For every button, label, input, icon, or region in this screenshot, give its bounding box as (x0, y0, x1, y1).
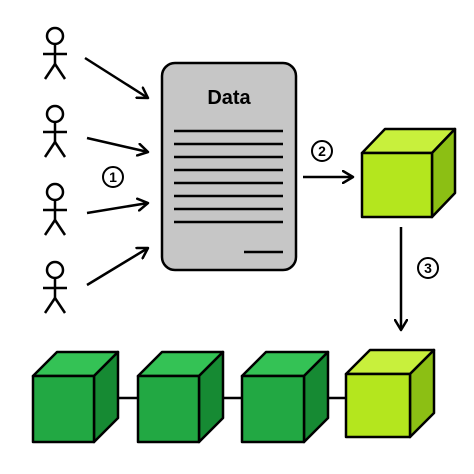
person-icon-3 (43, 182, 67, 236)
step-1-marker: 1 (102, 166, 124, 188)
arrow-person-4-to-data (86, 248, 148, 287)
arrow-person-2-to-data (86, 136, 148, 152)
document-text-lines (174, 129, 283, 254)
chain-block-2-cube-icon (136, 350, 225, 444)
step-2-label: 2 (318, 143, 326, 159)
person-icon-2 (43, 104, 67, 158)
chain-block-3-cube-icon (240, 350, 330, 444)
new-block-cube-icon (360, 127, 457, 219)
document-body (160, 61, 298, 272)
document-title: Data (207, 87, 251, 109)
chain-block-1-cube-icon (31, 350, 120, 444)
arrow-person-3-to-data (86, 203, 148, 215)
person-icon-4 (43, 260, 67, 314)
chain-block-new-cube-icon (344, 348, 436, 439)
data-document: Data (160, 61, 298, 272)
step-2-marker: 2 (311, 140, 333, 162)
step-3-label: 3 (424, 260, 432, 276)
step-3-marker: 3 (417, 257, 439, 279)
person-icon-1 (43, 26, 67, 80)
step-1-label: 1 (109, 169, 117, 185)
arrow-person-1-to-data (84, 56, 148, 98)
